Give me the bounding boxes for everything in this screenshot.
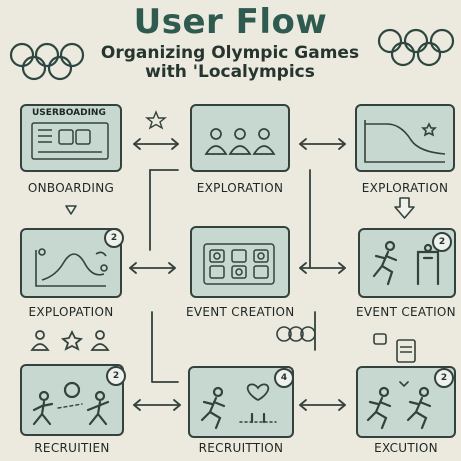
two-runners-icon (366, 381, 432, 430)
page-subtitle: Organizing Olympic Games with 'Localympi… (80, 44, 380, 82)
card-event-ceation-badge: 2 (432, 232, 452, 252)
card-event-ceation-label: EVENT CEATION (356, 305, 456, 319)
card-excution[interactable]: 2 (356, 366, 456, 438)
card-exploration-2[interactable] (355, 104, 455, 172)
subtitle-line-1: Organizing Olympic Games (100, 43, 360, 63)
olympic-rings-left-icon (9, 42, 85, 81)
card-excution-label: EXCUTION (374, 441, 438, 455)
card-explopation-badge: 2 (104, 228, 124, 248)
card-exploration-2-label: EXPLORATION (361, 181, 449, 195)
card-event-creation-label: EVENT CREATION (186, 305, 295, 319)
card-onboarding-inner-label: USERBOADING (32, 108, 106, 118)
people-group-icon (204, 128, 276, 155)
card-recruitien[interactable]: 2 (20, 364, 126, 436)
star-icon (145, 110, 167, 130)
card-exploration-1[interactable] (190, 104, 290, 172)
card-event-ceation[interactable]: 2 (358, 228, 456, 298)
trend-chart-icon (364, 120, 446, 163)
event-grid-icon (203, 243, 275, 285)
onboarding-screen-icon (31, 122, 109, 160)
card-recruittion-label: RECRUITTION (198, 441, 284, 455)
olympic-rings-right-icon (377, 28, 455, 67)
card-event-creation[interactable] (190, 226, 290, 298)
card-exploration-1-label: EXPLORATION (196, 181, 284, 195)
card-recruitien-label: RECRUITIEN (34, 441, 110, 455)
card-onboarding-label: ONBOARDING (27, 181, 115, 195)
card-explopation-label: EXPLOPATION (28, 305, 114, 319)
card-recruittion-badge: 4 (274, 368, 294, 388)
route-curve-icon (35, 248, 108, 287)
card-onboarding[interactable]: USERBOADING (20, 104, 122, 172)
two-runners-ball-icon (32, 381, 110, 426)
subtitle-line-2: with 'Localympics (145, 62, 315, 82)
card-recruitien-badge: 2 (106, 366, 126, 386)
card-recruittion[interactable]: 4 (188, 366, 294, 438)
card-excution-badge: 2 (434, 368, 454, 388)
card-explopation[interactable]: 2 (20, 228, 124, 298)
page-title: User Flow (133, 2, 328, 42)
runner-heart-icon (200, 383, 277, 430)
runner-flag-icon (372, 240, 440, 286)
